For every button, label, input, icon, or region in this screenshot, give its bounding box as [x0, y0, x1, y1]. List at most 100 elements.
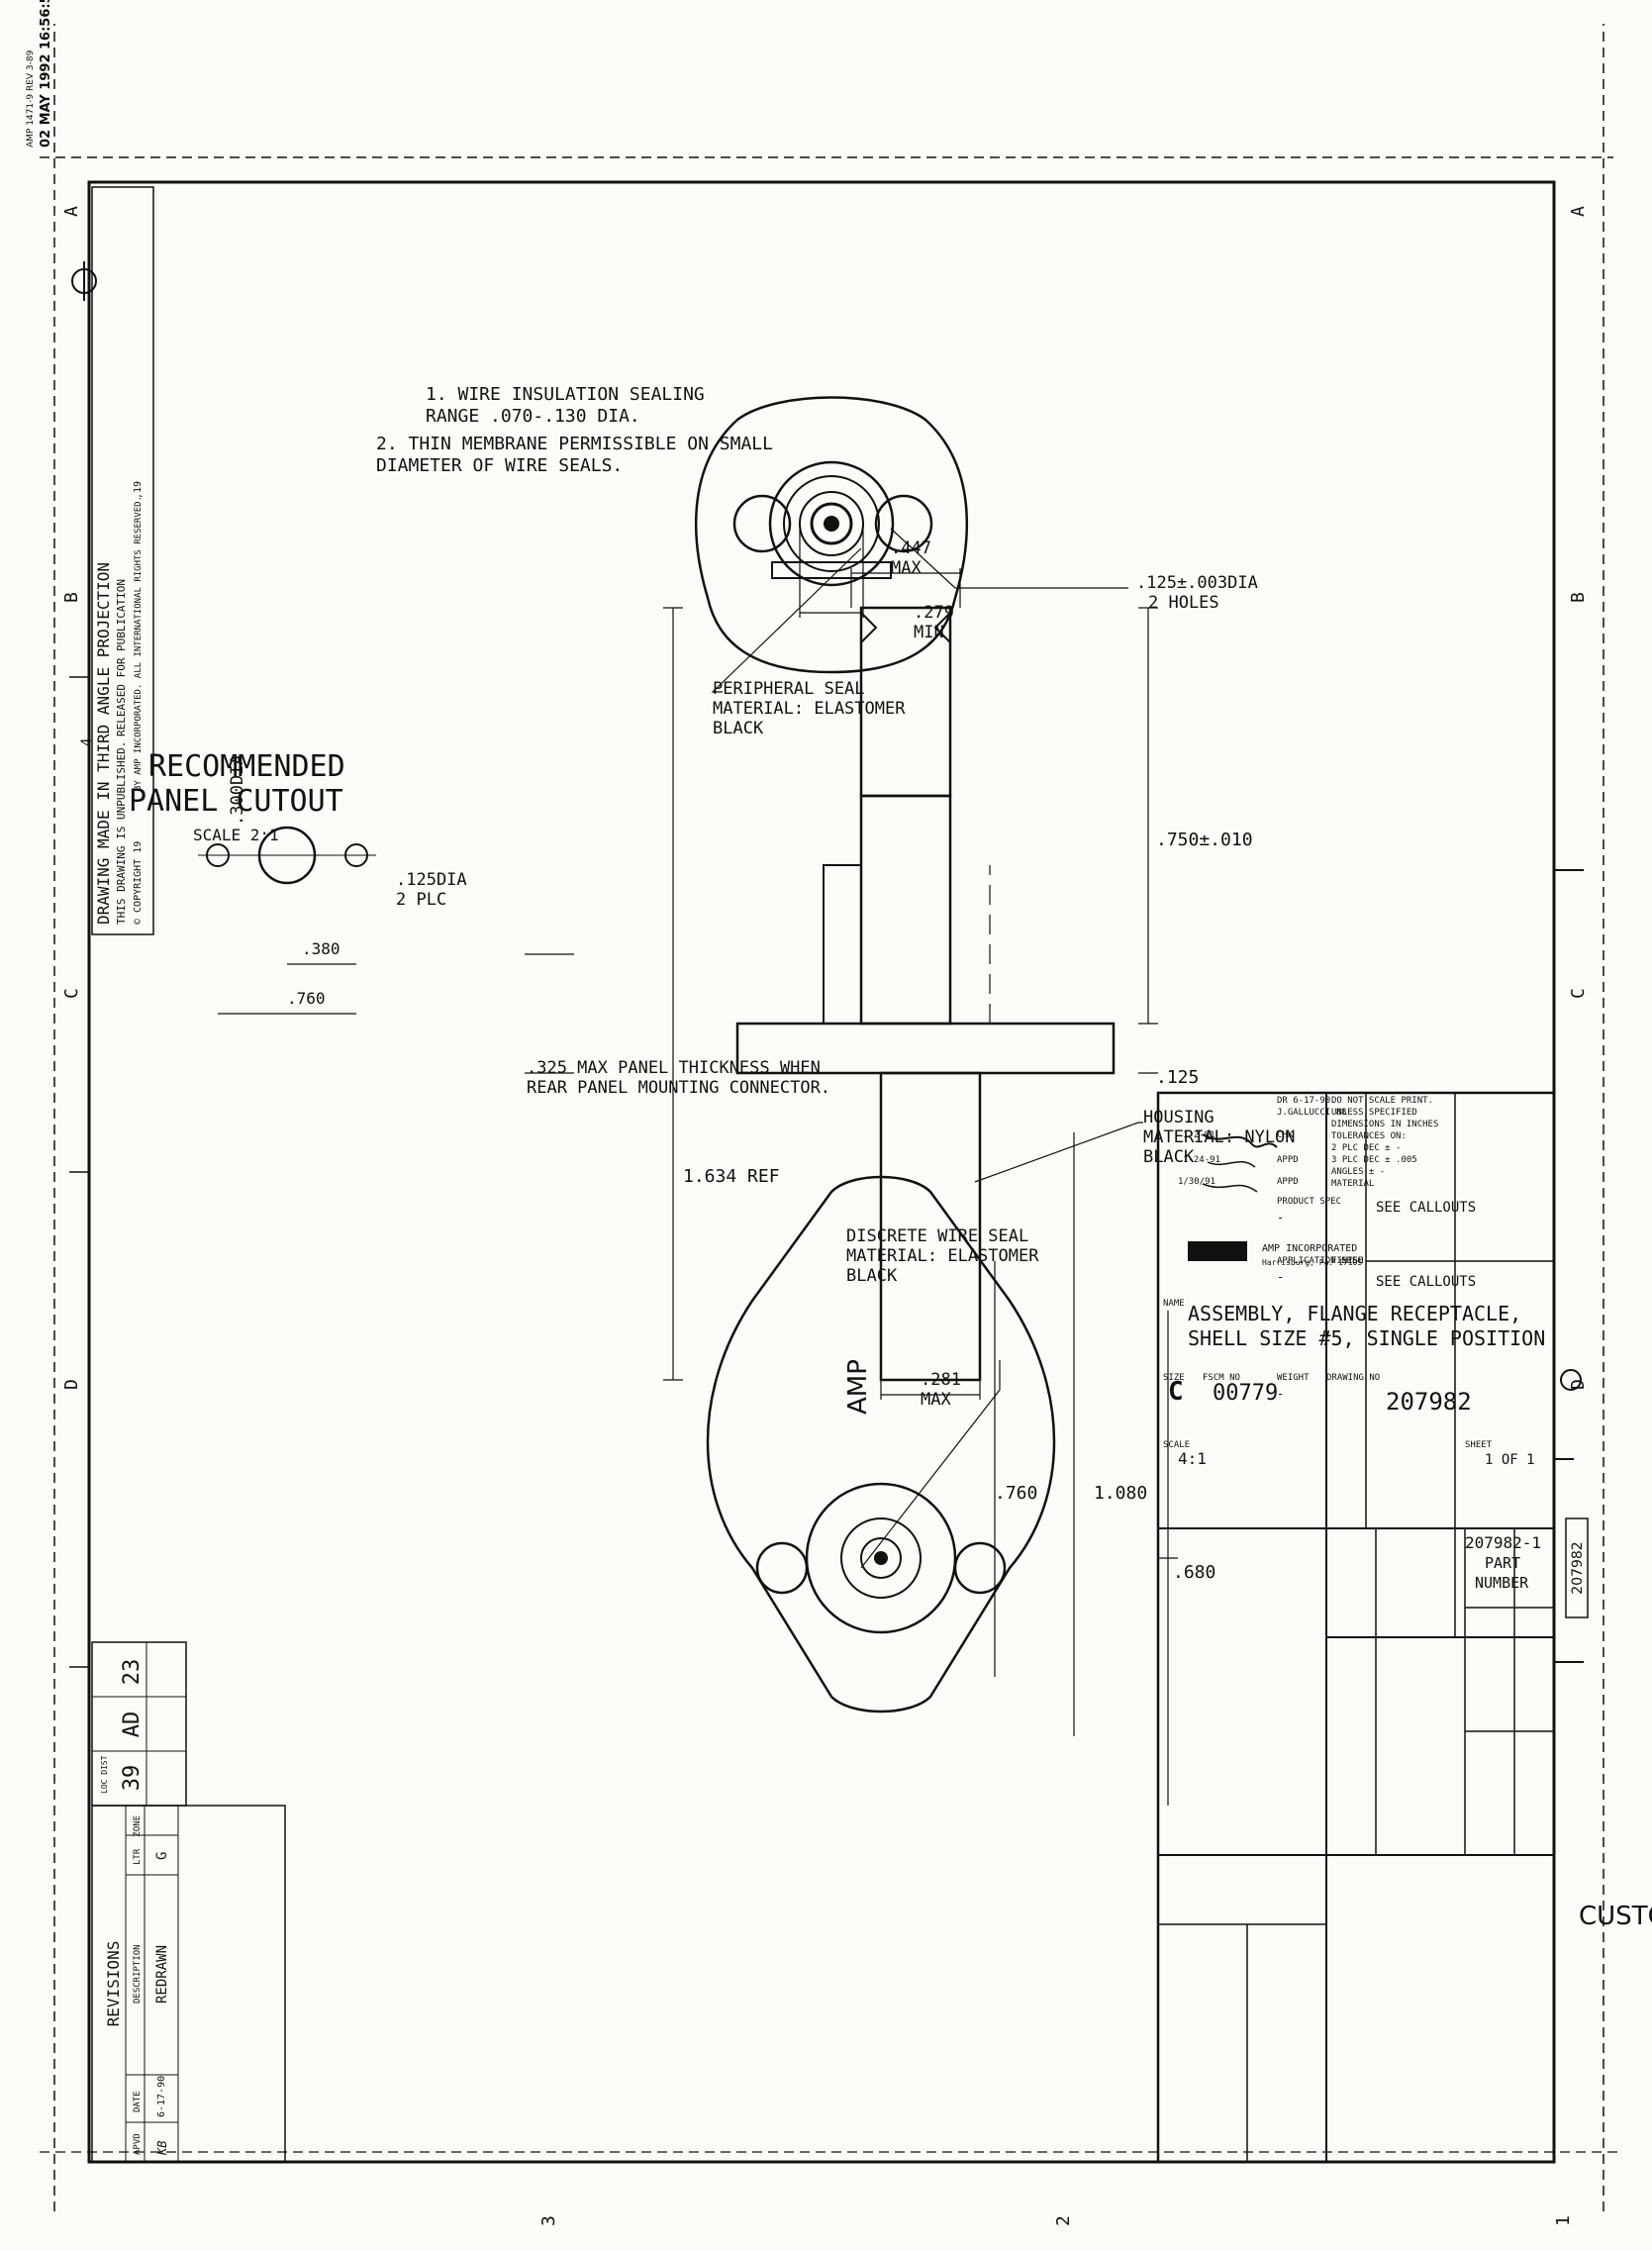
- loc-dist-block: [91, 1641, 187, 1807]
- zone-label-b-bottom: B: [1568, 592, 1589, 603]
- sig-appd-signature: [1207, 1161, 1256, 1168]
- size-value: C: [1168, 1377, 1184, 1407]
- copyright-note: © COPYRIGHT 19: [133, 841, 144, 925]
- wire-seal-ring-rear: [840, 1517, 922, 1599]
- mounting-hole: [874, 494, 933, 553]
- weight-value: -: [1277, 1387, 1284, 1401]
- contact-ring: [810, 502, 853, 545]
- name-label: NAME: [1163, 1299, 1185, 1309]
- cutout-small-hole-dia: .125DIA: [396, 870, 467, 890]
- scale-label: SCALE: [1163, 1440, 1190, 1450]
- dim-125: .125: [1156, 1067, 1199, 1088]
- cutout-hole-dia: .300DIA: [228, 754, 247, 826]
- zone-label-3: 3: [538, 2215, 559, 2226]
- part-label-1: PART: [1485, 1554, 1520, 1572]
- zone-label-d: D: [61, 1379, 82, 1390]
- dim-447-max: MAX: [891, 558, 922, 578]
- app-spec-value: -: [1277, 1270, 1284, 1284]
- weight-label: WEIGHT: [1277, 1373, 1310, 1383]
- finish-label: FINISH: [1331, 1256, 1364, 1266]
- zone-label-1: 1: [1553, 2215, 1574, 2226]
- drawing-no-value: 207982: [1386, 1388, 1472, 1416]
- callout-housing-1: HOUSING: [1143, 1108, 1215, 1127]
- leader-peripheral-seal: [711, 547, 862, 693]
- side-view-housing: [735, 606, 1116, 1382]
- zone-label-2: 2: [1053, 2215, 1074, 2226]
- shell-body: [859, 794, 952, 1026]
- sig-dr-name: J.GALLUCCI 88: [1277, 1108, 1346, 1118]
- sig-appd-label: APPD: [1277, 1155, 1299, 1165]
- sheet-label: SHEET: [1465, 1440, 1493, 1450]
- flange-outline: [694, 396, 969, 674]
- rev-col-description: DESCRIPTION: [133, 1944, 143, 2004]
- callout-housing-3: BLACK: [1143, 1147, 1195, 1167]
- callout-wire-seal-1: DISCRETE WIRE SEAL: [846, 1226, 1028, 1246]
- leader-wire-seal: [860, 1360, 1001, 1569]
- callout-wire-seal-3: BLACK: [846, 1266, 898, 1286]
- part-label-2: NUMBER: [1475, 1574, 1529, 1592]
- size-label: SIZE: [1163, 1373, 1185, 1383]
- contact-center-rear: [874, 1551, 888, 1565]
- sheet-mark: 4: [79, 738, 95, 746]
- wire-seal-inner: [860, 1537, 902, 1579]
- mounting-hole: [732, 494, 792, 553]
- app-spec-label: APPLICATION SPEC: [1277, 1256, 1363, 1266]
- zone-label-c-bottom: C: [1568, 988, 1589, 999]
- rights-note: BY AMP INCORPORATED. ALL INTERNATIONAL R…: [134, 496, 144, 791]
- sig-dr: DR 6-17-90: [1277, 1096, 1330, 1106]
- mounting-hole-rear: [953, 1541, 1007, 1595]
- fscm-value: 00779: [1213, 1381, 1278, 1406]
- drawing-no-label: DRAWING NO: [1326, 1373, 1380, 1383]
- zone-label-b: B: [61, 592, 82, 603]
- cutout-title-1: RECOMMENDED: [148, 749, 345, 784]
- product-spec-value: -: [1277, 1211, 1284, 1224]
- sig-appd-date: 1-24-91: [1183, 1155, 1220, 1165]
- leader-holes: [890, 528, 1128, 589]
- form-number: AMP 1471-9 REV 3-89: [26, 49, 36, 147]
- dim-680: .680: [1173, 1562, 1215, 1583]
- part-number: 207982-1: [1465, 1533, 1541, 1552]
- revisions-block: [91, 1805, 286, 2163]
- rev-col-date: DATE: [133, 2091, 143, 2112]
- latch-detail: [860, 612, 878, 643]
- cutout-small-hole-count: 2 PLC: [396, 890, 446, 910]
- sig-appd2-date: 1/30/91: [1178, 1177, 1215, 1187]
- dim-1080: 1.080: [1094, 1483, 1147, 1504]
- latch-detail: [933, 612, 951, 643]
- panel-cutout: [198, 826, 376, 885]
- drawing-number-stub: [1565, 1517, 1589, 1618]
- rear-view-flange: [706, 1175, 1056, 1713]
- projection-title: DRAWING MADE IN THIRD ANGLE PROJECTION: [94, 562, 113, 925]
- material-value: SEE CALLOUTS: [1376, 1200, 1476, 1216]
- note-2-line-1: 2. THIN MEMBRANE PERMISSIBLE ON SMALL: [376, 434, 773, 454]
- product-spec-label: PRODUCT SPEC: [1277, 1197, 1341, 1207]
- sig-chk-date: 1-2-91: [1183, 1130, 1215, 1140]
- callout-peripheral-seal-1: PERIPHERAL SEAL: [713, 679, 865, 699]
- callout-holes-count: 2 HOLES: [1148, 593, 1219, 613]
- note-2-line-2: DIAMETER OF WIRE SEALS.: [376, 455, 623, 476]
- sig-appd2-label: APPD: [1277, 1177, 1299, 1187]
- part-name-1: ASSEMBLY, FLANGE RECEPTACLE,: [1188, 1302, 1521, 1325]
- zone-label-a-bottom: A: [1568, 206, 1589, 217]
- cutout-dim-380: .380: [302, 939, 340, 958]
- fscm-label: FSCM NO: [1203, 1373, 1240, 1383]
- sheet-value: 1 OF 1: [1485, 1452, 1535, 1468]
- scale-value: 4:1: [1178, 1449, 1207, 1468]
- panel-stop: [823, 864, 862, 1025]
- dist-code: AD: [120, 1712, 145, 1738]
- tol-line-6: 3 PLC DEC ± .005: [1331, 1155, 1417, 1165]
- dim-1634: 1.634 REF: [683, 1166, 780, 1187]
- leader-housing: [974, 1122, 1143, 1183]
- sig-chk-signature: [1202, 1133, 1278, 1148]
- amp-logo: [1188, 1241, 1247, 1261]
- zone-label-d-bottom: D: [1568, 1379, 1589, 1390]
- dim-281: .281: [921, 1370, 961, 1390]
- dim-447: .447: [891, 538, 931, 558]
- note-1-line-1: 1. WIRE INSULATION SEALING: [426, 384, 705, 405]
- print-timestamp: 02 MAY 1992 16:56:50 MET/09Q: [39, 0, 53, 147]
- dim-279: .279: [914, 603, 954, 623]
- registration-mark: [1560, 1369, 1582, 1391]
- cutout-scale: SCALE 2:1: [193, 826, 279, 844]
- rear-housing: [879, 1071, 982, 1382]
